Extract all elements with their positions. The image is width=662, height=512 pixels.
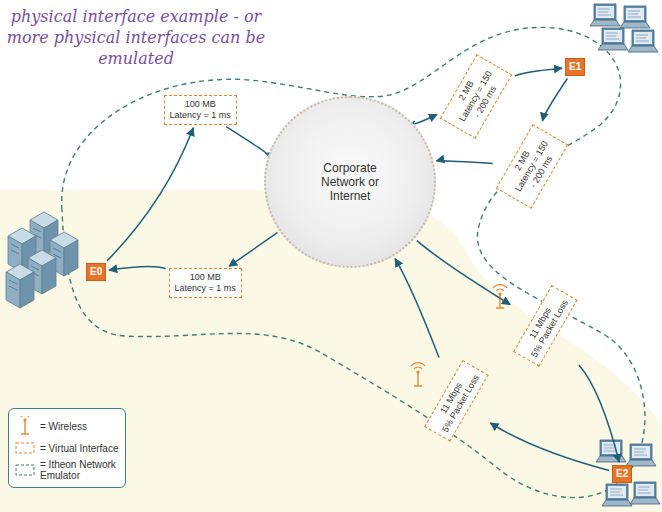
box-heading: 100 MB	[175, 272, 236, 283]
flow-arrow	[417, 241, 510, 305]
flow-arrow	[395, 259, 439, 358]
cloud-text-holder: Corporate Network or Internet	[308, 161, 392, 203]
wireless-icon	[411, 363, 425, 386]
note-text: physical interface example - or more phy…	[0, 6, 272, 69]
legend-box: = Wireless = Virtual Interface = Itheon Ne…	[8, 408, 126, 488]
legend-text: = Wireless	[40, 421, 87, 432]
server-cluster	[6, 212, 78, 308]
flow-arrow	[229, 233, 277, 266]
box-heading: 100 MB	[170, 99, 231, 110]
legend-row: = Virtual Interface	[13, 437, 121, 459]
flow-arrow	[226, 127, 266, 154]
flow-arrow	[515, 68, 562, 76]
flow-arrow	[437, 161, 493, 164]
box-detail: Latency = 1 ms	[170, 110, 231, 121]
flow-arrow	[107, 128, 193, 261]
box-heading: Corporate Network or Internet	[308, 161, 392, 203]
laptop-group-bottom	[596, 440, 660, 506]
legend-text: = Itheon Network Emulator	[40, 459, 121, 481]
legend-row: = Wireless	[13, 415, 121, 437]
legend-sample	[13, 438, 37, 458]
emulator-port: E1	[565, 58, 585, 76]
virtual-interface: 100 MBLatency = 1 ms	[169, 268, 242, 298]
virtual-interface: 100 MBLatency = 1 ms	[164, 95, 237, 125]
legend-sample	[13, 416, 37, 436]
flow-arrow	[543, 79, 568, 121]
flow-arrow	[413, 115, 437, 124]
box-heading: E1	[569, 61, 581, 73]
legend-sample	[13, 460, 37, 480]
emulator-port: E0	[86, 263, 106, 281]
legend-text: = Virtual Interface	[40, 443, 118, 454]
legend-row: = Itheon Network Emulator	[13, 459, 121, 481]
laptop-group-top	[590, 4, 658, 52]
note-text-holder: physical interface example - or more phy…	[0, 6, 272, 69]
flow-arrow	[109, 266, 166, 270]
virtual-interface: 2 MBLatency = 150 - 200 ms	[496, 124, 569, 209]
wireless-icon	[493, 285, 507, 308]
box-detail: Latency = 1 ms	[175, 283, 236, 294]
network-cloud: Corporate Network or Internet	[264, 96, 436, 268]
virtual-interface: 2 MBLatency = 150 - 200 ms	[440, 54, 513, 139]
emulator-port: E2	[612, 465, 632, 483]
emulator-outline	[62, 27, 645, 497]
flow-arrow	[579, 365, 619, 462]
box-heading: E2	[616, 468, 628, 480]
box-heading: E0	[90, 266, 102, 278]
flow-arrow	[490, 423, 609, 471]
